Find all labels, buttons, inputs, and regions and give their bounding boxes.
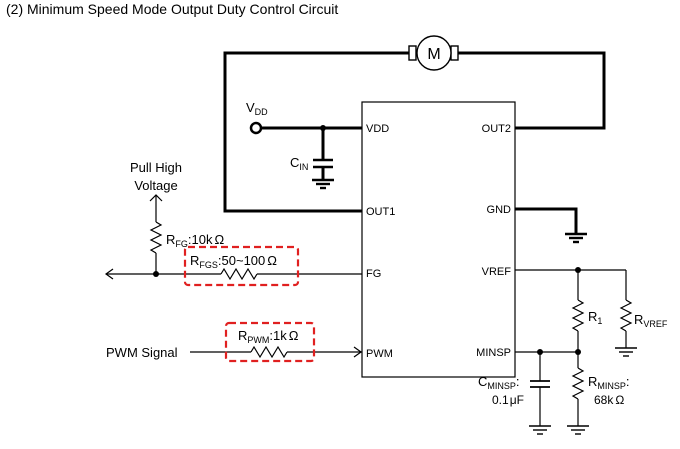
cin-ground-icon [312, 178, 334, 190]
rminsp-ground-icon [566, 425, 590, 435]
minsp-junction-res [575, 349, 581, 355]
ic-body [361, 101, 516, 378]
motor-symbol [416, 35, 452, 71]
vdd-terminal [249, 121, 263, 135]
fg-output-arrow-icon [104, 268, 114, 280]
rvref-ground-icon [614, 347, 638, 357]
pwm-input-arrow-icon [353, 346, 363, 358]
pin-out2: OUT2 [482, 123, 511, 135]
cminsp-ground-icon [528, 425, 552, 435]
motor-wire-right [456, 51, 606, 130]
pin-vdd: VDD [366, 123, 389, 135]
motor-wire-left [223, 51, 411, 213]
rvref-resistor [619, 299, 633, 332]
rminsp-resistor [571, 367, 585, 400]
gnd-ground-icon [565, 232, 587, 244]
pull-high-label-line2: Voltage [134, 178, 177, 193]
rpwm-highlight-box [224, 321, 316, 363]
rfgs-highlight-box [183, 245, 300, 287]
rpwm-resistor [250, 345, 288, 359]
gnd-wire [515, 207, 578, 234]
cminsp-value: 0.1μF [492, 393, 524, 407]
page-title: (2) Minimum Speed Mode Output Duty Contr… [6, 1, 338, 17]
motor-terminal-left [408, 45, 417, 61]
pin-pwm: PWM [366, 348, 393, 360]
pin-out1: OUT1 [366, 206, 395, 218]
motor-terminal-right [450, 45, 459, 61]
cminsp-label: CMINSP: [478, 374, 520, 391]
vdd-label: VDD [246, 100, 268, 117]
pwm-signal-label: PWM Signal [106, 345, 178, 360]
pull-high-label-line1: Pull High [130, 160, 182, 175]
rvref-label: RVREF [634, 312, 668, 329]
rfg-resistor [149, 221, 163, 254]
pin-gnd: GND [487, 204, 512, 216]
rminsp-label: RMINSP: [588, 374, 630, 391]
pin-fg: FG [366, 268, 381, 280]
r1-label: R1 [588, 309, 602, 326]
pin-vref: VREF [482, 266, 512, 278]
r1-resistor [571, 299, 585, 332]
fg-junction [153, 271, 159, 277]
motor-label: M [427, 46, 440, 63]
pin-minsp: MINSP [476, 347, 511, 359]
rfgs-resistor [220, 267, 258, 281]
cin-label: CIN [290, 155, 308, 172]
